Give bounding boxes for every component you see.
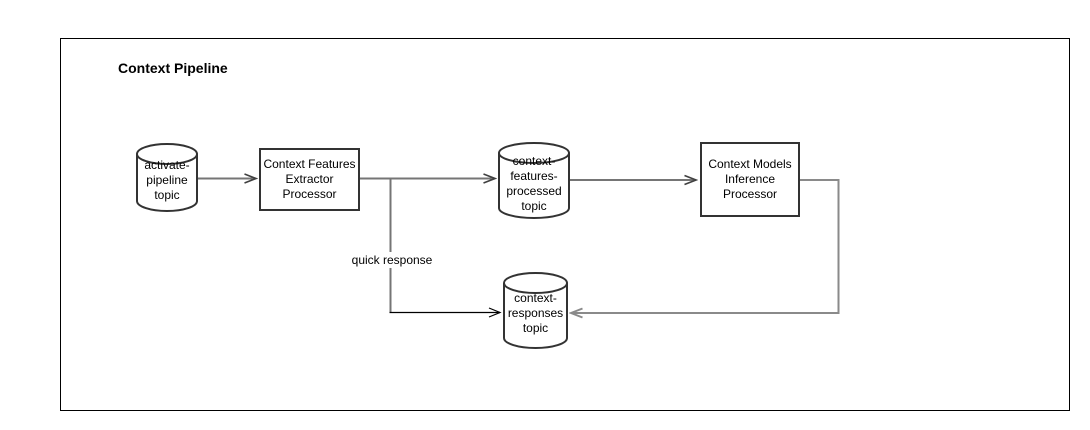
edge-label-quick-response: quick response bbox=[347, 252, 437, 268]
node-context-features-processed-topic: context- features- processed topic bbox=[498, 142, 570, 219]
node-label: Context Features Extractor Processor bbox=[263, 157, 356, 201]
diagram-frame bbox=[60, 38, 1070, 411]
node-label: context- features- processed topic bbox=[506, 153, 562, 213]
cylinder-shape bbox=[498, 142, 570, 219]
node-context-models-inference-processor: Context Models Inference Processor bbox=[700, 142, 800, 217]
node-activate-pipeline-topic: activate- pipeline topic bbox=[136, 143, 198, 212]
node-label: Context Models Inference Processor bbox=[708, 157, 792, 201]
diagram-title: Context Pipeline bbox=[118, 60, 228, 76]
cylinder-shape bbox=[503, 272, 568, 349]
node-label: activate- pipeline topic bbox=[144, 158, 190, 202]
node-context-features-extractor-processor: Context Features Extractor Processor bbox=[259, 148, 360, 211]
edge-inference-to-responses bbox=[571, 179, 840, 313]
cylinder-shape bbox=[136, 143, 198, 212]
node-label: context- responses topic bbox=[507, 291, 564, 335]
node-context-responses-topic: context- responses topic bbox=[503, 272, 568, 349]
